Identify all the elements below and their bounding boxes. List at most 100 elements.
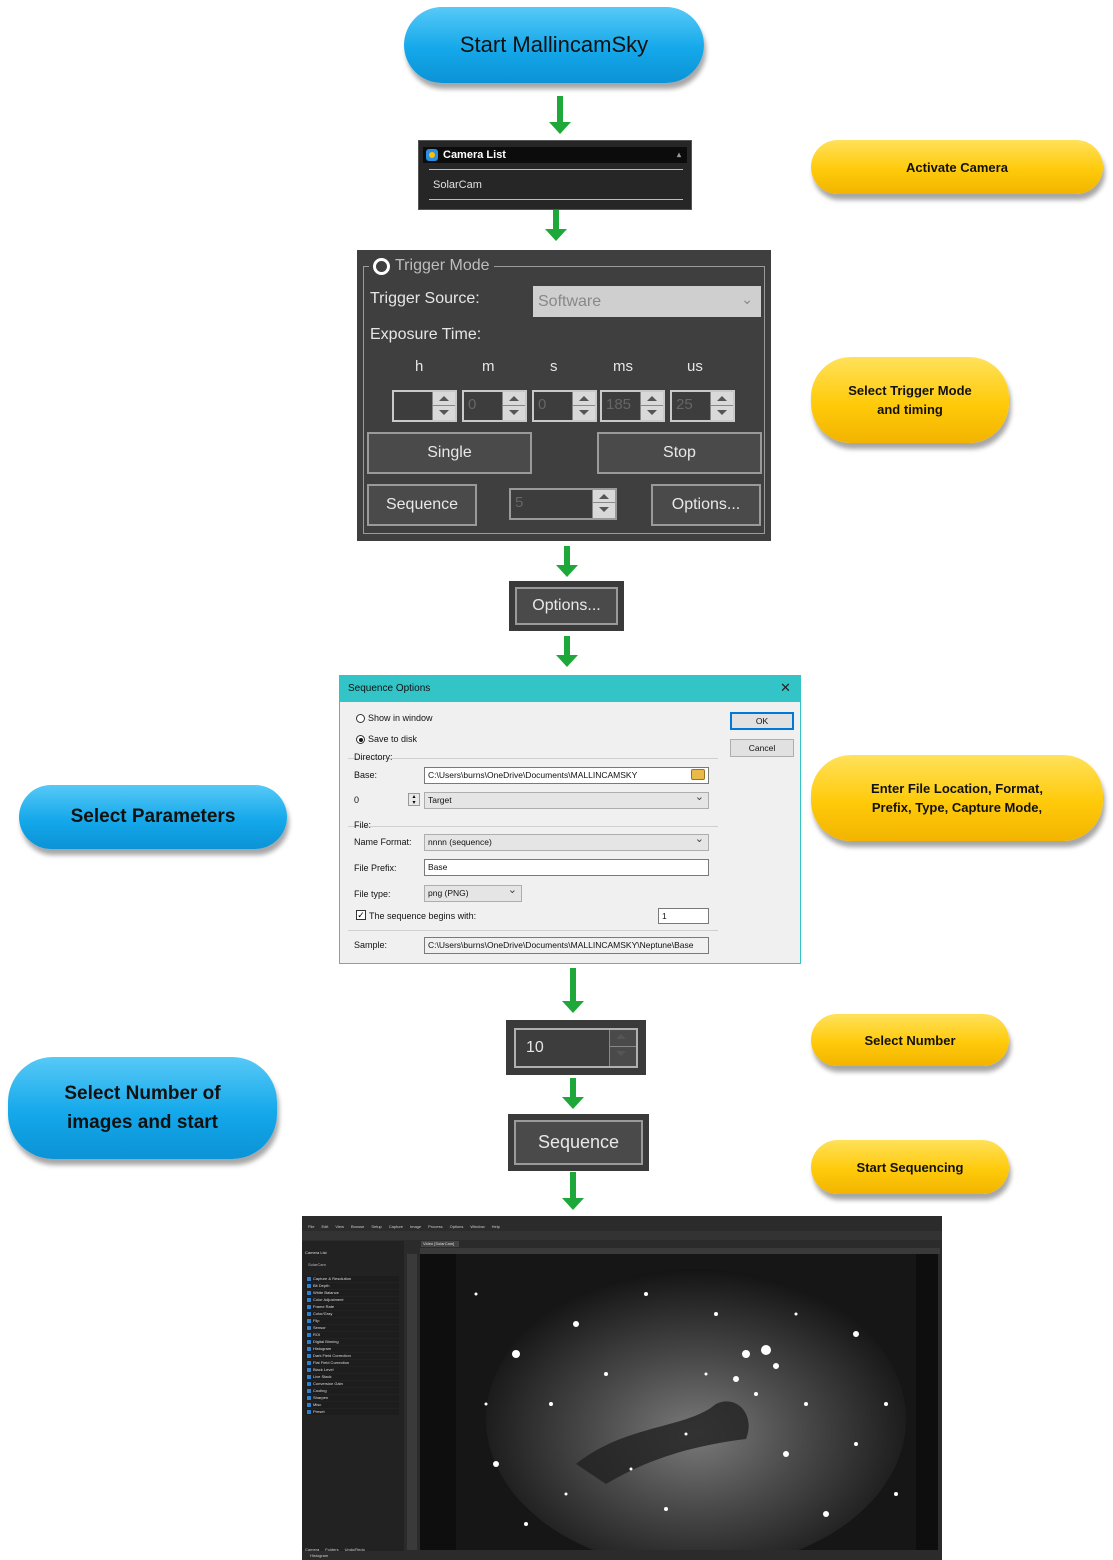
sidebar-item[interactable]: Histogram: [305, 1346, 399, 1352]
sidebar-item[interactable]: White Balance: [305, 1290, 399, 1296]
base-directory-input[interactable]: C:\Users\burns\OneDrive\Documents\MALLIN…: [424, 767, 709, 784]
trigger-label-line2: and timing: [877, 402, 943, 417]
menu-process[interactable]: Process: [428, 1224, 443, 1229]
camera-list-header: Camera List ▴: [423, 147, 687, 163]
hours-spinner[interactable]: [392, 390, 457, 422]
sidebar-item[interactable]: Capture & Resolution: [305, 1276, 399, 1282]
sidebar-camera-item[interactable]: SolarCam: [308, 1262, 326, 1267]
mallincamsky-app-window: File Edit View Browse Setup Capture Imag…: [302, 1216, 942, 1560]
save-to-disk-label: Save to disk: [368, 734, 418, 744]
file-prefix-input[interactable]: Base: [424, 859, 709, 876]
begins-with-input[interactable]: 1: [658, 908, 709, 924]
subdir-select[interactable]: Target: [424, 790, 709, 809]
sample-label: Sample:: [354, 940, 388, 950]
subdir-spinner[interactable]: ▴▾: [408, 793, 420, 806]
tab-undo-redo[interactable]: Undo/Redo: [344, 1547, 365, 1552]
menu-window[interactable]: Window: [470, 1224, 485, 1229]
start-mallincamsky-node: Start MallincamSky: [404, 7, 704, 83]
browse-folder-icon[interactable]: [691, 769, 705, 780]
collapse-icon[interactable]: ▴: [676, 150, 681, 159]
flow-arrow: [562, 1078, 584, 1110]
camera-list-title: Camera List: [443, 149, 506, 161]
sidebar-item[interactable]: Color Adjustment: [305, 1297, 399, 1303]
seconds-spinner[interactable]: 0: [532, 390, 597, 422]
select-num-line1: Select Number of: [64, 1083, 221, 1104]
menu-capture[interactable]: Capture: [388, 1224, 403, 1229]
sidebar-item[interactable]: Flip: [305, 1318, 399, 1324]
tab-folders[interactable]: Folders: [325, 1547, 339, 1552]
sequence-count-value: 5: [515, 494, 524, 511]
menu-file[interactable]: File: [308, 1224, 315, 1229]
microseconds-spinner[interactable]: 25: [670, 390, 735, 422]
trigger-source-select[interactable]: Software ⌄: [533, 286, 761, 317]
sidebar-item[interactable]: Color/Gray: [305, 1311, 399, 1317]
file-type-select[interactable]: png (PNG): [424, 883, 522, 902]
minutes-spinner[interactable]: 0: [462, 390, 527, 422]
menu-browse[interactable]: Browse: [350, 1224, 365, 1229]
sidebar-item[interactable]: Digital Binning: [305, 1339, 399, 1345]
sidebar-item[interactable]: Live Stack: [305, 1374, 399, 1380]
activate-camera-label: Activate Camera: [811, 140, 1103, 194]
sidebar-item[interactable]: Bit Depth: [305, 1283, 399, 1289]
close-icon[interactable]: ✕: [780, 680, 791, 695]
sidebar-item[interactable]: Dark Field Correction: [305, 1353, 399, 1359]
menu-edit[interactable]: Edit: [321, 1224, 329, 1229]
sequence-button[interactable]: Sequence: [514, 1120, 643, 1165]
trigger-source-label: Trigger Source:: [370, 290, 480, 307]
sidebar-item[interactable]: Flat Field Correction: [305, 1360, 399, 1366]
single-button[interactable]: Single: [367, 432, 532, 474]
options-button-frame: Options...: [509, 581, 624, 631]
ok-button[interactable]: OK: [730, 712, 794, 730]
trigger-mode-radio[interactable]: [373, 257, 390, 275]
name-format-select[interactable]: nnnn (sequence): [424, 832, 709, 851]
bottom-panel-histogram[interactable]: Histogram: [310, 1553, 329, 1558]
sidebar-item[interactable]: Conversion Gain: [305, 1381, 399, 1387]
camera-item-solarcam[interactable]: SolarCam: [433, 179, 482, 191]
sidebar-item[interactable]: Sensor: [305, 1325, 399, 1331]
sidebar-item[interactable]: Frame Rate: [305, 1304, 399, 1310]
sidebar-item[interactable]: Misc: [305, 1402, 399, 1408]
directory-group: [348, 758, 718, 816]
menu-view[interactable]: View: [335, 1224, 344, 1229]
sample-divider: [348, 930, 718, 931]
milliseconds-value: 185: [606, 396, 632, 413]
sidebar-item[interactable]: ROI: [305, 1332, 399, 1338]
tab-camera[interactable]: Camera: [305, 1547, 320, 1552]
number-spinner[interactable]: 10: [514, 1028, 638, 1068]
trigger-source-value: Software: [538, 293, 602, 310]
camera-list-icon: [426, 149, 438, 161]
stop-button[interactable]: Stop: [597, 432, 762, 474]
number-spinner-frame: 10: [506, 1020, 646, 1075]
sequence-button-frame: Sequence: [508, 1114, 649, 1171]
menu-help[interactable]: Help: [491, 1224, 500, 1229]
menu-bar: File Edit View Browse Setup Capture Imag…: [302, 1224, 942, 1231]
video-tab[interactable]: Video [SolarCam]: [421, 1241, 459, 1247]
show-in-window-radio[interactable]: [356, 714, 365, 723]
sequence-count-spinner[interactable]: 5: [509, 488, 617, 520]
sidebar-item[interactable]: Preset: [305, 1409, 399, 1415]
milliseconds-spinner[interactable]: 185: [600, 390, 665, 422]
unit-s: s: [550, 358, 558, 375]
show-in-window-label: Show in window: [368, 713, 433, 723]
base-label: Base:: [354, 770, 378, 780]
select-parameters-text: Select Parameters: [70, 806, 236, 827]
options-button[interactable]: Options...: [515, 587, 618, 625]
save-to-disk-radio[interactable]: [356, 735, 365, 744]
begins-with-checkbox[interactable]: ✓: [356, 910, 366, 920]
options-button-small[interactable]: Options...: [651, 484, 761, 526]
sidebar-item[interactable]: Sharpen: [305, 1395, 399, 1401]
menu-image[interactable]: Image: [410, 1224, 422, 1229]
sample-path-field: C:\Users\burns\OneDrive\Documents\MALLIN…: [424, 937, 709, 954]
menu-setup[interactable]: Setup: [371, 1224, 382, 1229]
bottom-tabs: Camera Folders Undo/Redo: [305, 1547, 405, 1553]
sidebar-item[interactable]: Black Level: [305, 1367, 399, 1373]
sidebar-item[interactable]: Cooling: [305, 1388, 399, 1394]
sequence-button-small[interactable]: Sequence: [367, 484, 477, 526]
microseconds-value: 25: [676, 396, 693, 413]
menu-options[interactable]: Options: [449, 1224, 464, 1229]
cancel-button[interactable]: Cancel: [730, 739, 794, 757]
file-type-label: File type:: [354, 889, 391, 899]
enter-label-line1: Enter File Location, Format,: [871, 781, 1043, 796]
trigger-label-line1: Select Trigger Mode: [848, 383, 972, 398]
toolbar: [302, 1231, 942, 1240]
